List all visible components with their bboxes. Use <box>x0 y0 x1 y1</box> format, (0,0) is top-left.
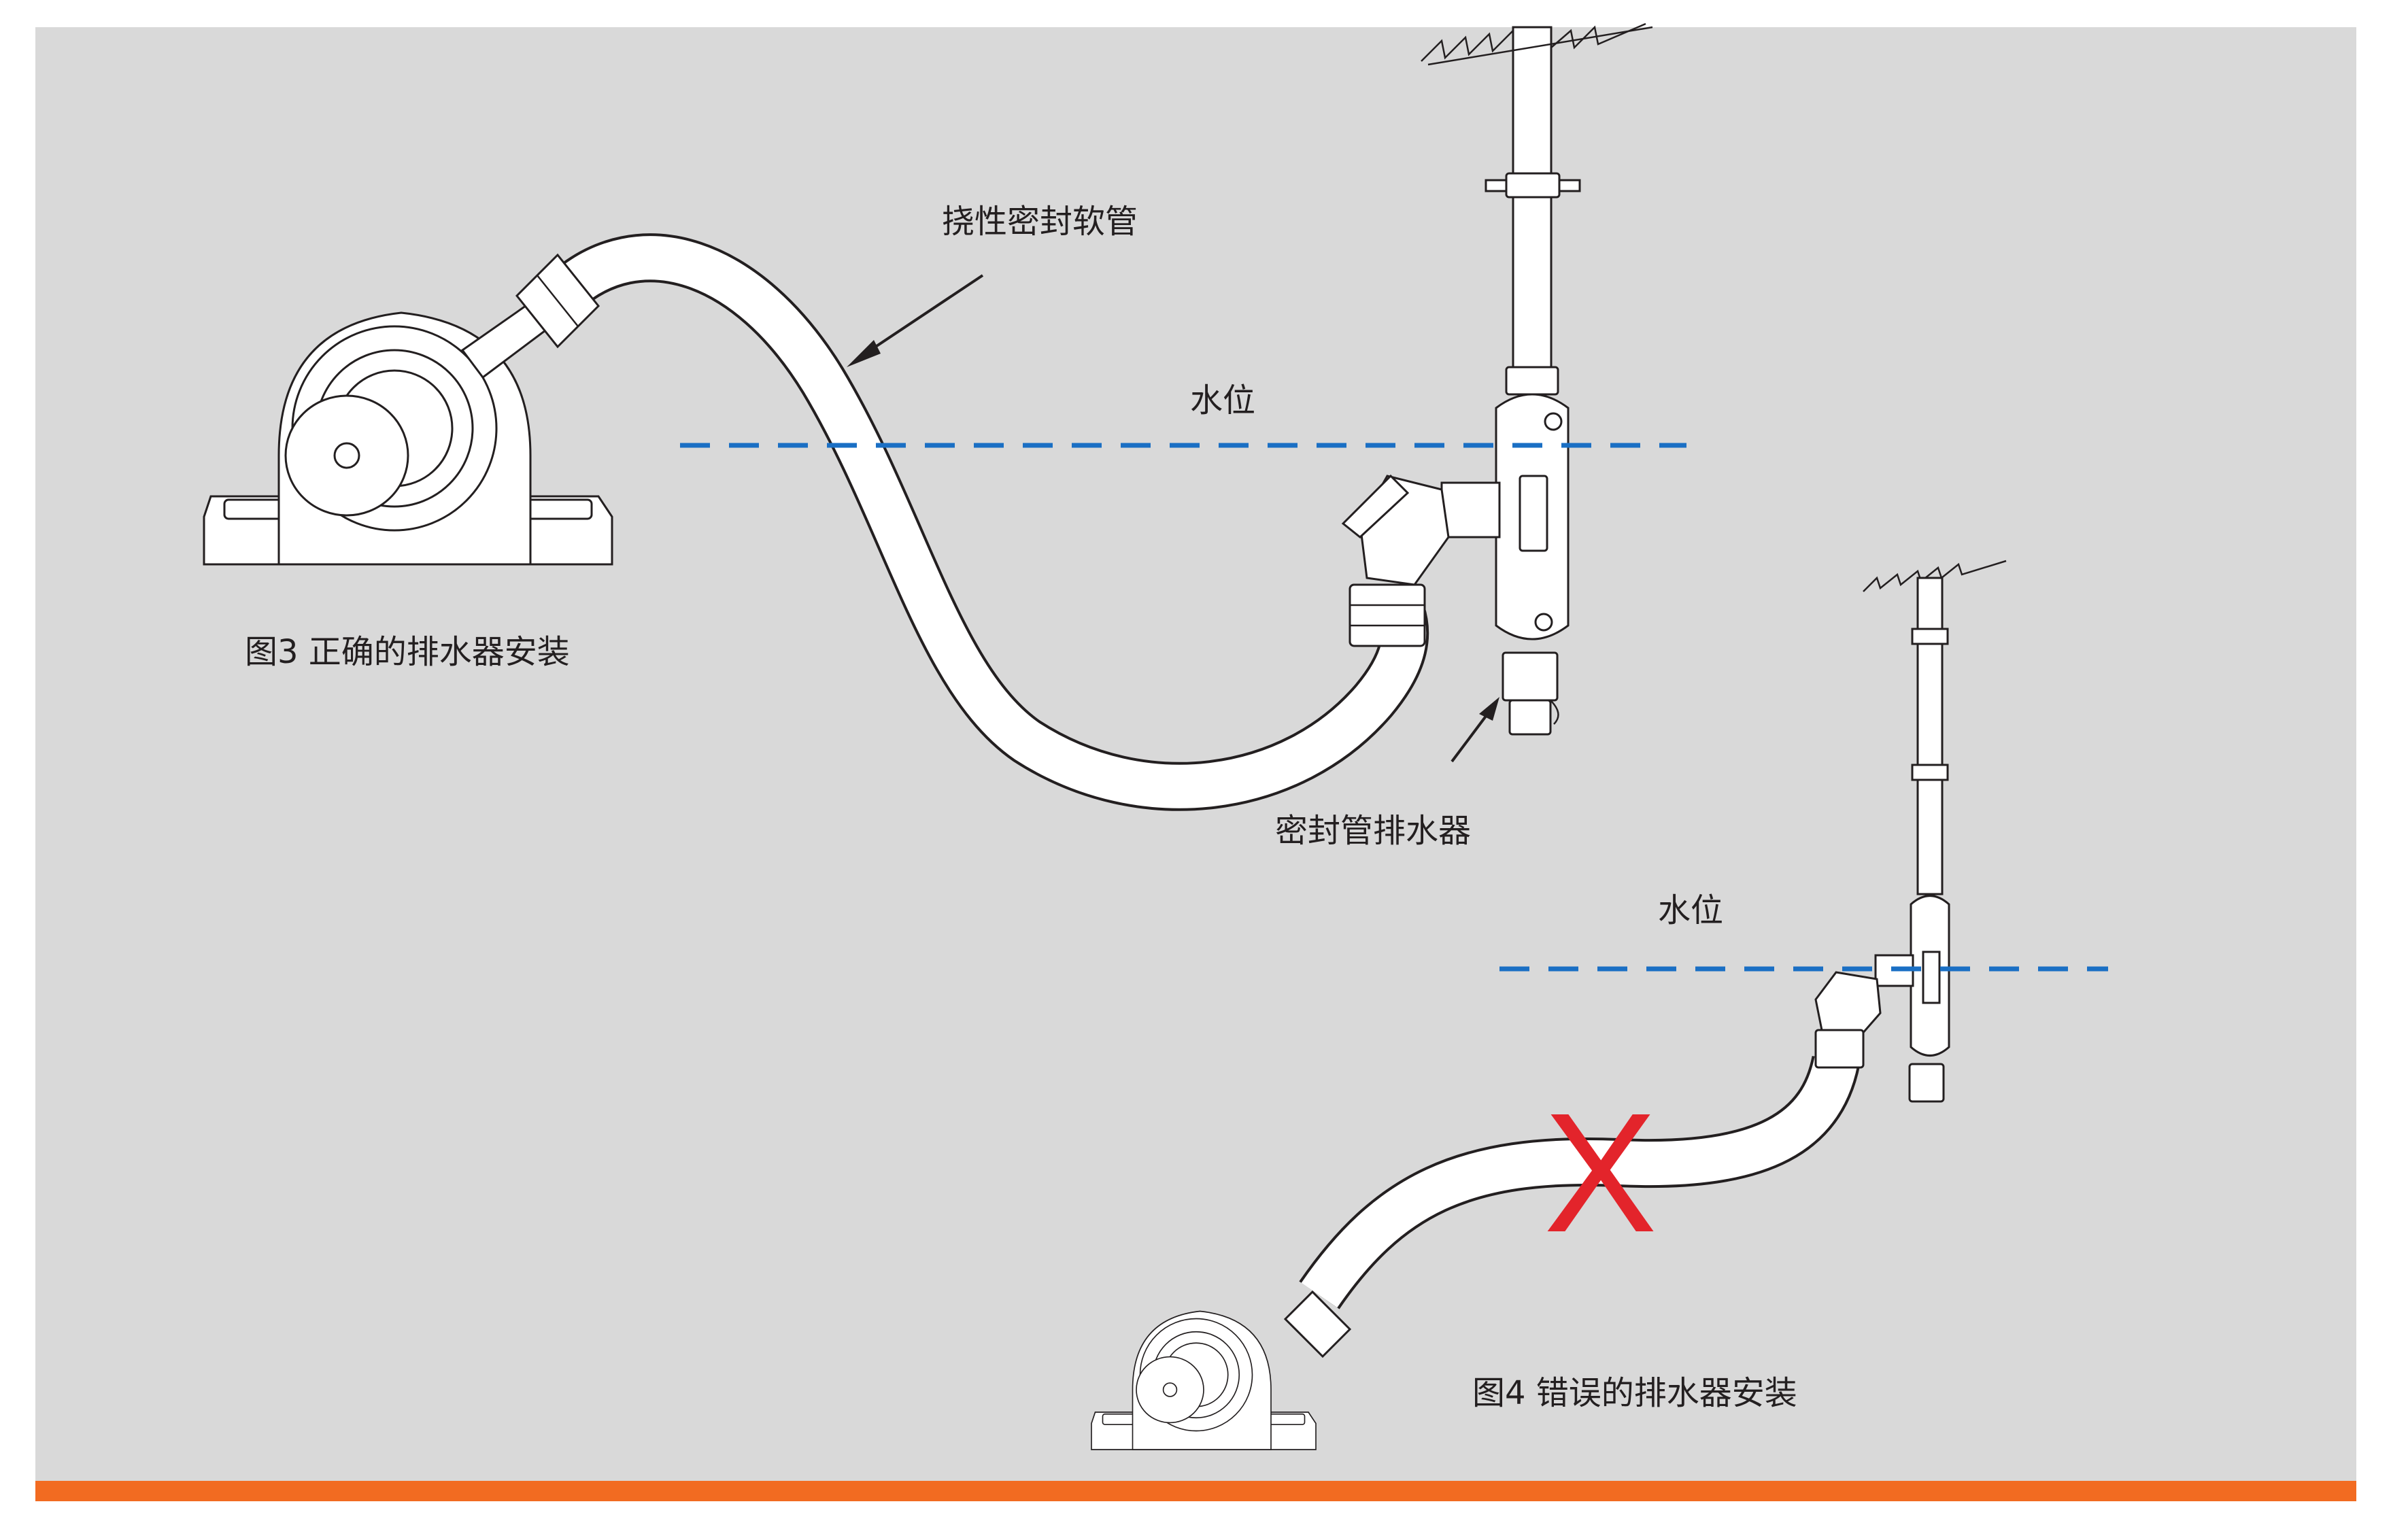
figure4-water-level-label: 水位 <box>1658 891 1724 929</box>
figure3-drain-label: 密封管排水器 <box>1275 812 1472 850</box>
figure3-drain-arrow <box>1451 697 1499 763</box>
figure3-sealing-fitting <box>1341 22 1653 736</box>
figure3-flexible-hose <box>515 233 1429 811</box>
bottom-accent-bar <box>35 1481 2356 1501</box>
figure4-caption: 图4 错误的排水器安装 <box>1472 1374 1797 1412</box>
figure3-pump <box>203 301 613 566</box>
figure4-pump <box>1091 1310 1317 1450</box>
figure3-water-level-label: 水位 <box>1190 381 1256 420</box>
figure3-caption: 图3 正确的排水器安装 <box>245 633 570 671</box>
diagram-background <box>35 27 2356 1481</box>
figure4-flexible-hose <box>1283 1055 1861 1358</box>
figure4-sealing-fitting <box>1814 560 2007 1103</box>
figure3-hose-arrow <box>847 274 984 367</box>
figure3-hose-label: 挠性密封软管 <box>942 203 1138 241</box>
figure4-wrong-mark: X <box>1544 1078 1657 1267</box>
